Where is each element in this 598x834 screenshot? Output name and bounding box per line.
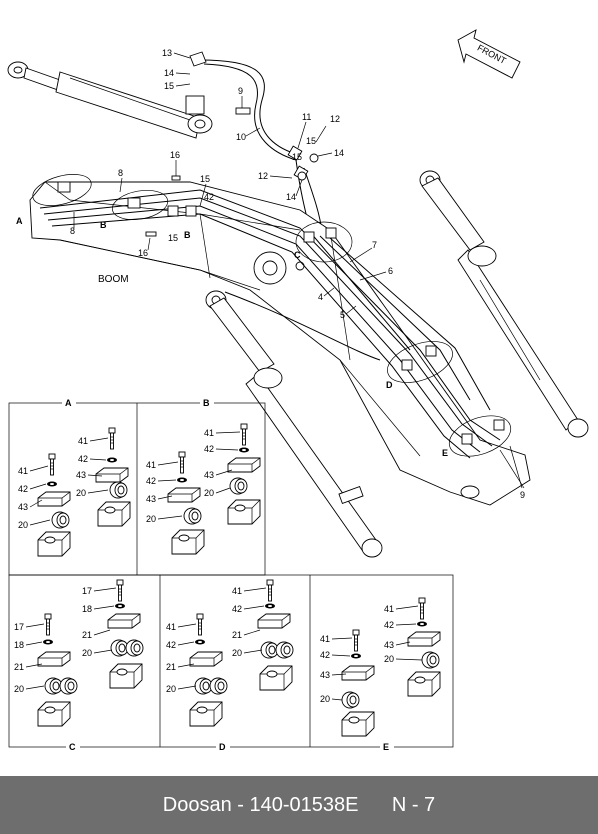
svg-text:20: 20 (320, 694, 330, 704)
footer-separator: - (231, 793, 250, 816)
svg-text:41: 41 (232, 586, 242, 596)
footer-brand: Doosan (162, 793, 232, 816)
detail-label-b: B (203, 398, 210, 408)
svg-text:B: B (100, 220, 107, 230)
svg-text:8: 8 (70, 226, 75, 236)
svg-text:20: 20 (232, 648, 242, 658)
svg-text:6: 6 (388, 266, 393, 276)
svg-text:E: E (442, 448, 448, 458)
parts-diagram: FRONT BOOM (7, 29, 589, 752)
svg-text:18: 18 (82, 604, 92, 614)
svg-text:41: 41 (320, 634, 330, 644)
svg-text:15: 15 (292, 152, 302, 162)
svg-text:12: 12 (330, 114, 340, 124)
svg-text:16: 16 (170, 150, 180, 160)
footer-part-number: 140-01538E (249, 793, 359, 816)
svg-text:15: 15 (168, 233, 178, 243)
svg-text:41: 41 (18, 466, 28, 476)
svg-text:15: 15 (164, 81, 174, 91)
svg-text:41: 41 (204, 428, 214, 438)
svg-text:20: 20 (204, 488, 214, 498)
svg-text:43: 43 (384, 640, 394, 650)
svg-text:C: C (294, 250, 301, 260)
svg-text:43: 43 (146, 494, 156, 504)
svg-text:42: 42 (18, 484, 28, 494)
detail-a: 41 42 43 20 41 42 43 20 (18, 427, 131, 557)
footer-page: N - 7 (391, 793, 436, 816)
boom-label: BOOM (98, 274, 129, 285)
svg-text:41: 41 (166, 622, 176, 632)
detail-label-d: D (219, 742, 226, 752)
svg-text:17: 17 (82, 586, 92, 596)
upper-cylinder (7, 61, 213, 139)
svg-text:21: 21 (82, 630, 92, 640)
detail-d: 41 42 21 20 41 42 21 20 (166, 579, 293, 727)
svg-text:42: 42 (320, 650, 330, 660)
svg-text:41: 41 (146, 460, 156, 470)
svg-text:20: 20 (384, 654, 394, 664)
svg-text:43: 43 (204, 470, 214, 480)
svg-text:41: 41 (384, 604, 394, 614)
svg-text:42: 42 (232, 604, 242, 614)
svg-text:20: 20 (166, 684, 176, 694)
svg-text:12: 12 (258, 171, 268, 181)
svg-text:42: 42 (166, 640, 176, 650)
svg-text:D: D (386, 380, 393, 390)
svg-text:21: 21 (232, 630, 242, 640)
svg-text:21: 21 (14, 662, 24, 672)
svg-text:A: A (16, 216, 23, 226)
svg-text:16: 16 (138, 248, 148, 258)
svg-text:42: 42 (204, 192, 214, 202)
svg-text:20: 20 (18, 520, 28, 530)
svg-text:41: 41 (78, 436, 88, 446)
svg-text:7: 7 (372, 240, 377, 250)
detail-c: 17 18 21 20 17 18 21 20 (14, 579, 143, 727)
svg-text:17: 17 (14, 622, 24, 632)
svg-text:18: 18 (14, 640, 24, 650)
svg-text:21: 21 (166, 662, 176, 672)
detail-e: 41 42 43 20 41 42 43 20 (320, 597, 441, 737)
svg-text:42: 42 (384, 620, 394, 630)
svg-text:10: 10 (236, 132, 246, 142)
svg-text:42: 42 (204, 444, 214, 454)
front-direction-arrow: FRONT (457, 29, 521, 79)
svg-text:20: 20 (82, 648, 92, 658)
detail-callout-ellipses (32, 174, 512, 457)
svg-text:8: 8 (118, 168, 123, 178)
svg-text:42: 42 (78, 454, 88, 464)
svg-text:20: 20 (14, 684, 24, 694)
svg-text:15: 15 (306, 136, 316, 146)
svg-text:43: 43 (18, 502, 28, 512)
main-callouts: 13 14 15 9 10 11 12 15 14 15 12 14 16 15… (16, 48, 525, 500)
svg-text:14: 14 (164, 68, 174, 78)
left-boom-cylinder (205, 290, 383, 558)
svg-text:9: 9 (238, 86, 243, 96)
detail-label-c: C (69, 742, 76, 752)
svg-text:43: 43 (76, 470, 86, 480)
right-boom-cylinder (419, 170, 589, 438)
svg-text:20: 20 (146, 514, 156, 524)
svg-text:4: 4 (318, 292, 323, 302)
svg-text:14: 14 (286, 192, 296, 202)
footer-caption: Doosan - 140-01538E N - 7 (0, 776, 598, 834)
svg-text:9: 9 (520, 490, 525, 500)
svg-text:5: 5 (340, 310, 345, 320)
detail-label-e: E (383, 742, 389, 752)
svg-text:42: 42 (146, 476, 156, 486)
svg-text:14: 14 (334, 148, 344, 158)
detail-frames: A B C D E (8, 398, 454, 752)
svg-text:11: 11 (302, 112, 311, 122)
svg-text:13: 13 (162, 48, 172, 58)
svg-text:15: 15 (200, 174, 210, 184)
svg-text:43: 43 (320, 670, 330, 680)
detail-label-a: A (65, 398, 72, 408)
svg-text:20: 20 (76, 488, 86, 498)
detail-b: 41 42 43 20 41 42 43 20 (146, 423, 261, 555)
svg-text:B: B (184, 230, 191, 240)
